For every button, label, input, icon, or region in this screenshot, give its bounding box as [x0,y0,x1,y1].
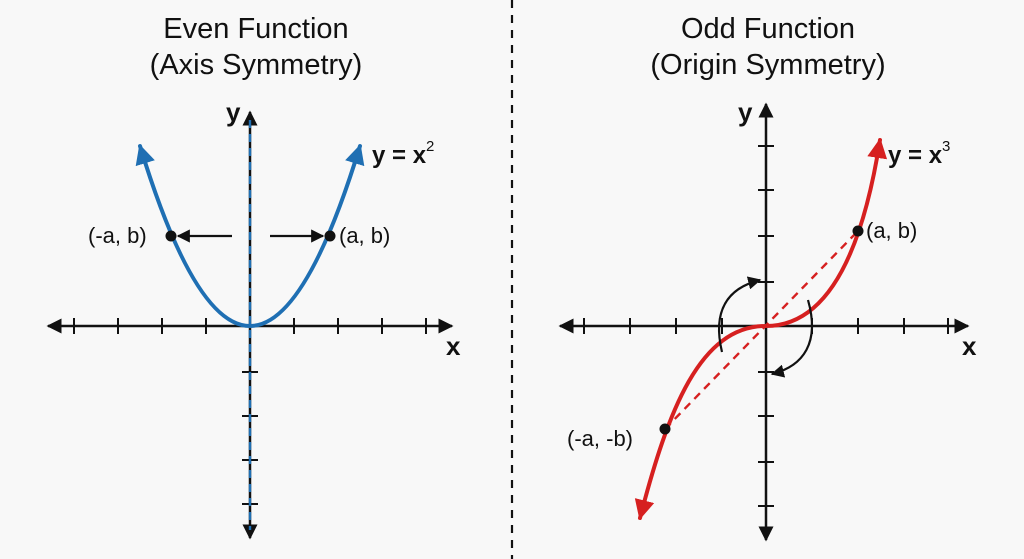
even-function-panel: Even Function (Axis Symmetry) y x [46,13,461,540]
odd-point-upper [852,225,864,237]
odd-x-label: x [962,331,977,361]
even-title: Even Function [163,13,348,45]
even-equation: y = x2 [372,138,434,169]
odd-function-panel: Odd Function (Origin Symmetry) y [558,13,977,542]
odd-point-lower [659,423,671,435]
odd-equation: y = x3 [888,138,950,169]
even-point-left [165,230,177,242]
even-subtitle: (Axis Symmetry) [150,49,363,81]
even-point-right [324,230,336,242]
odd-symmetry-line [664,230,859,430]
odd-y-label: y [738,97,753,127]
even-y-label: y [226,97,241,127]
even-x-label: x [446,331,461,361]
odd-subtitle: (Origin Symmetry) [650,49,885,81]
odd-rotation-arrow-lower [770,299,813,378]
even-x-ticks [73,318,427,334]
even-point-right-label: (a, b) [339,223,390,248]
even-point-left-label: (-a, b) [88,223,147,248]
odd-rotation-arrow-upper [717,276,762,353]
odd-point-lower-label: (-a, -b) [567,426,633,451]
odd-title: Odd Function [681,13,855,45]
odd-point-upper-label: (a, b) [866,218,917,243]
